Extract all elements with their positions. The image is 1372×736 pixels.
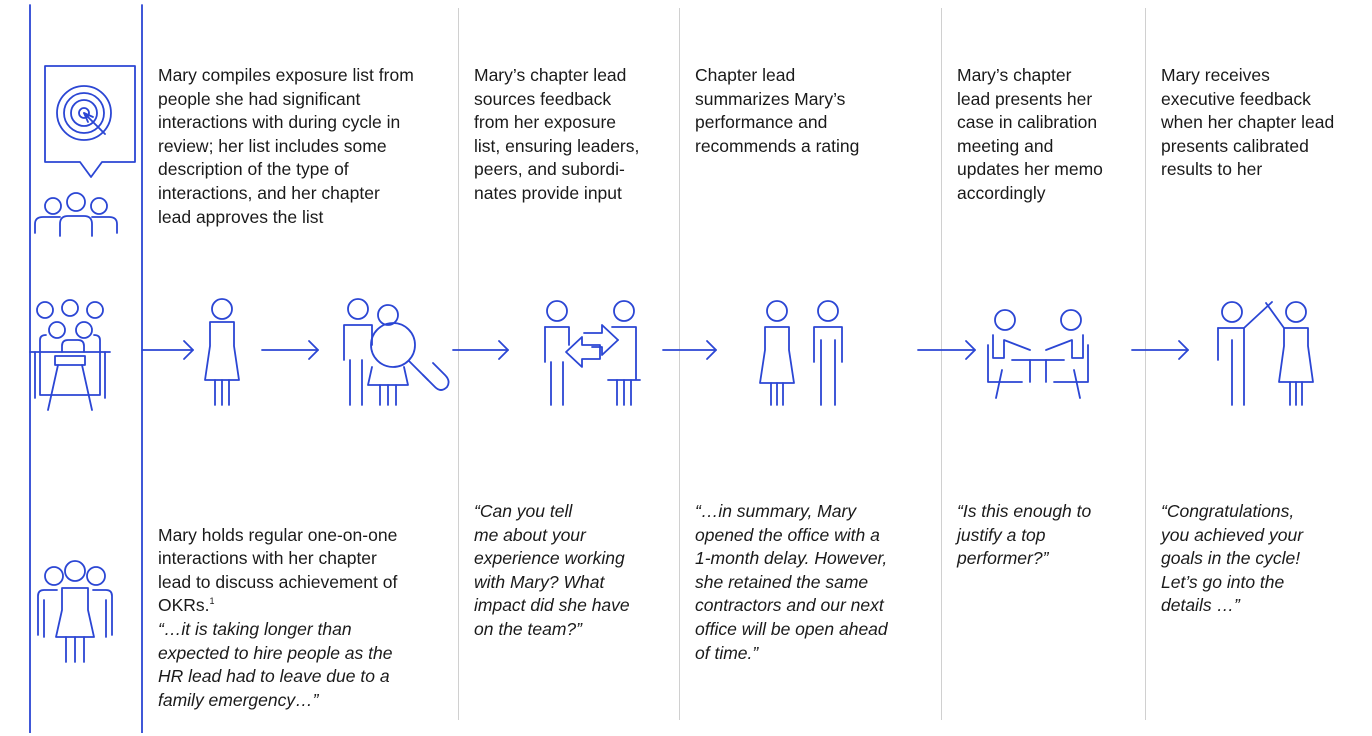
divider bbox=[679, 8, 680, 720]
footnote-marker: 1 bbox=[209, 596, 215, 607]
flow-arrow-icon bbox=[917, 340, 976, 360]
people-group-icon bbox=[37, 560, 113, 663]
meeting-group-icon bbox=[29, 299, 111, 411]
exchange-people-icon bbox=[544, 300, 641, 406]
team-group-icon bbox=[34, 192, 118, 237]
step1-description: Mary compiles exposure list from people … bbox=[158, 65, 414, 227]
step5-description: Mary receives executive feedback when he… bbox=[1161, 65, 1335, 180]
step2-description: Mary’s chapter lead sources feedback fro… bbox=[474, 65, 640, 203]
step2-quote: “Can you tell me about your experience w… bbox=[474, 501, 630, 639]
step4-quote: “Is this enough to justify a top perform… bbox=[957, 501, 1092, 569]
one-on-one-quote: “…it is taking longer than expected to h… bbox=[158, 618, 393, 710]
meeting-table-icon bbox=[987, 309, 1089, 399]
high-five-icon bbox=[1217, 301, 1314, 406]
left-panel-frame bbox=[29, 4, 143, 733]
two-people-icon bbox=[759, 300, 843, 406]
step3-description: Chapter lead summarizes Mary’s performan… bbox=[695, 65, 860, 156]
flow-arrow-icon bbox=[662, 340, 717, 360]
single-person-icon bbox=[204, 298, 240, 406]
step4-description: Mary’s chapter lead presents her case in… bbox=[957, 65, 1103, 203]
step3-quote: “…in summary, Mary opened the office wit… bbox=[695, 501, 888, 663]
flow-arrow-icon bbox=[452, 340, 509, 360]
divider bbox=[1145, 8, 1146, 720]
one-on-one-block: Mary holds regular one-on-one interactio… bbox=[158, 500, 397, 736]
step5-quote: “Congratulations, you achieved your goal… bbox=[1161, 501, 1304, 616]
flow-arrow-icon bbox=[141, 340, 194, 360]
divider bbox=[941, 8, 942, 720]
one-on-one-text: Mary holds regular one-on-one interactio… bbox=[158, 524, 398, 616]
flow-arrow-icon bbox=[1131, 340, 1189, 360]
flow-arrow-icon bbox=[261, 340, 319, 360]
target-speech-bubble-icon bbox=[44, 65, 136, 178]
divider bbox=[458, 8, 459, 720]
search-people-icon bbox=[343, 298, 450, 406]
